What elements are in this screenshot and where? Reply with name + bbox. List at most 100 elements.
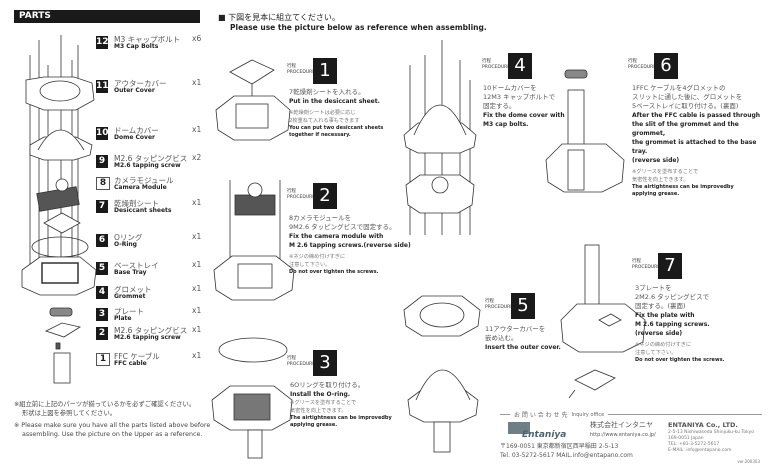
part-number: 3: [96, 308, 108, 321]
procedure-label-ja: 行程: [628, 59, 637, 64]
part-name-ja: グロメット: [114, 285, 152, 294]
step-ja: 9M2.6 タッピングビスで固定する。: [289, 223, 396, 231]
address-ja: 〒169-0051 東京都新宿区西早稲田 2-5-13: [500, 443, 619, 450]
step-en: Put in the desiccant sheet.: [289, 98, 380, 105]
email: E-MAIL: info@entapano.com: [668, 448, 732, 453]
part-number: 9: [96, 155, 108, 168]
procedure-label-en: PROCEDURE: [628, 65, 657, 70]
procedure-label-en: PROCEDURE: [287, 195, 316, 200]
intro: ■ 下図を見本に組立てください。 Please use the picture …: [218, 12, 487, 32]
note-ja: ※ネジの締め付けすぎに: [289, 254, 346, 260]
step-en: (reverse side): [632, 157, 680, 164]
step-ja: 固定する。: [483, 102, 516, 110]
step-ja: 8カメラモジュールを: [289, 214, 352, 222]
step-en: After the FFC cable is passed through: [632, 112, 761, 119]
part-name-ja: カメラモジュール: [114, 176, 174, 185]
step-en: the slit of the grommet and the grommet,: [632, 121, 739, 137]
step-number: 3: [313, 350, 337, 376]
company-name-en: ENTANIYA Co., LTD.: [668, 421, 738, 429]
part-quantity: x1: [192, 325, 202, 334]
part-quantity: x1: [192, 198, 202, 207]
note-en: Do not over tighten the screws.: [635, 357, 725, 363]
part-name-en: Grommet: [114, 293, 146, 300]
part-name-ja: ドームカバー: [114, 126, 159, 135]
parts-note: ※組立前に上記のパーツが揃っているかを必ずご確認ください。 形状は上図を参照して…: [14, 400, 214, 439]
step-en: M 2.6 tapping screws.: [635, 321, 710, 328]
step-number: 4: [508, 53, 532, 79]
step-ja: 11アウターカバーを: [485, 325, 546, 333]
step-ja: スリットに通した後に、グロメットを: [632, 93, 743, 101]
inquiry-footer: お 問 い 合 わ せ 先 Inquiry office Entaniya 株式…: [500, 410, 762, 465]
step-en: M 2.6 tapping screws.(reverse side): [289, 242, 411, 249]
part-name-en: Dome Cover: [114, 134, 155, 141]
part-name-en: Plate: [114, 315, 132, 322]
note-en: You can put two desiccant sheets: [289, 125, 384, 131]
part-name-en: Base Tray: [114, 269, 147, 276]
procedure-label-en: PROCEDURE: [485, 305, 514, 310]
step-ja: 6Oリングを取り付ける。: [290, 381, 365, 389]
part-quantity: x1: [192, 306, 202, 315]
procedure-label-ja: 行程: [632, 259, 641, 264]
part-number: 7: [96, 200, 108, 213]
part-name-en: M3 Cap Bolts: [114, 43, 159, 50]
note-ja: 2枚重ねて入れる事もできます: [289, 117, 360, 124]
step-ja: 1FFC ケーブルを4グロメットの: [632, 84, 726, 92]
part-number: 2: [96, 327, 108, 340]
part-number: 11: [96, 80, 109, 93]
contact-ja: Tel. 03-5272-5617 MAIL.info@entapano.com: [500, 452, 633, 459]
step3-illustration: [211, 337, 293, 459]
procedure-label-ja: 行程: [287, 64, 296, 69]
note-ja: 注意して下さい。: [289, 261, 331, 268]
note-ja: 注意して下さい。: [635, 349, 677, 356]
step-3-text: 6Oリングを取り付ける。 Install the O-ring. ※グリースを塗…: [290, 381, 392, 429]
part-quantity: x1: [192, 351, 202, 360]
part-number: 5: [96, 262, 108, 275]
note-ja: 気密性を向上できます。: [632, 176, 689, 183]
step-ja: 12M3 キャップボルトで: [483, 93, 556, 101]
step-ja: 3プレートを: [635, 284, 672, 292]
step2-illustration: [213, 180, 295, 301]
note-en: applying grease.: [632, 191, 680, 197]
procedure-label-ja: 行程: [287, 356, 296, 361]
note-ja: 気密性を向上できます。: [290, 407, 347, 414]
note-ja: ※グリースを塗布することで: [632, 169, 699, 175]
address-line: 169-0051 Japan: [668, 436, 704, 441]
exploded-parts-illustration: [21, 35, 97, 384]
part-number: 4: [96, 286, 108, 299]
company-name-ja: 株式会社インタニヤ: [590, 421, 653, 429]
step-en: Fix the dome cover with: [483, 112, 565, 119]
version-label: ver.200303: [737, 459, 760, 464]
step-number: 5: [511, 293, 535, 319]
part-quantity: x1: [192, 125, 202, 134]
step1-illustration: [215, 59, 291, 141]
procedure-label-ja: 行程: [485, 299, 494, 304]
note-en: The airtightness can be improvedby: [632, 184, 734, 190]
step-en: (reverse side): [635, 330, 683, 337]
website-link[interactable]: http://www.entaniya.co.jp/: [590, 432, 656, 438]
part-name-ja: M3 キャップボルト: [114, 35, 181, 44]
step-number: 6: [654, 53, 678, 79]
step-number: 7: [658, 253, 682, 279]
part-name-ja: プレート: [114, 307, 144, 316]
part-name-en: M2.6 tapping screw: [114, 162, 181, 169]
part-quantity: x1: [192, 260, 202, 269]
step5-illustration: [403, 295, 481, 453]
part-name-ja: M2.6 タッピングビス: [114, 154, 188, 163]
entaniya-logo-mark: [508, 422, 530, 434]
step-en: Insert the outer cover.: [485, 344, 561, 351]
intro-en: Please use the picture below as referenc…: [230, 23, 487, 32]
